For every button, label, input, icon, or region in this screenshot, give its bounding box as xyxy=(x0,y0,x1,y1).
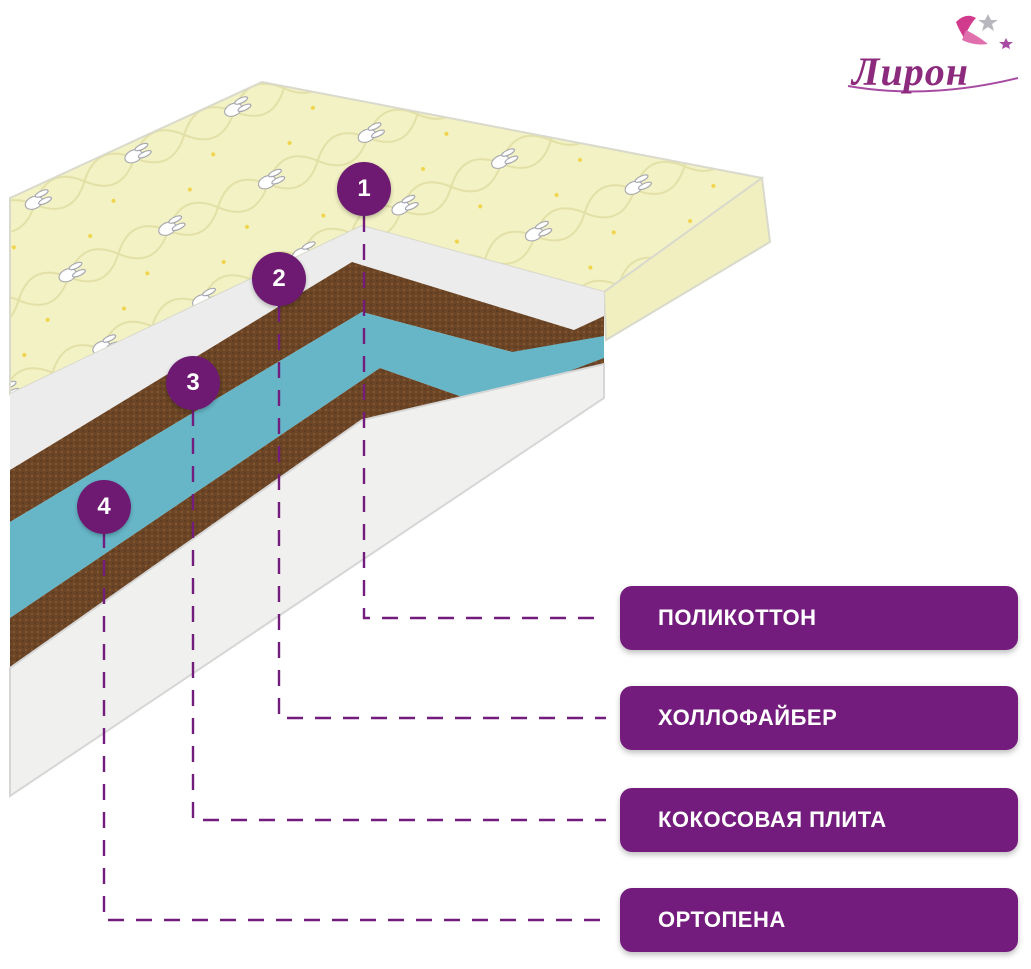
foam-layer xyxy=(10,312,604,618)
brand-logo: Лирон xyxy=(838,8,1024,104)
hollofiber-layer xyxy=(10,226,604,470)
orthofoam-layer xyxy=(9,362,605,798)
leader-line-3 xyxy=(191,410,606,822)
logo-text: Лирон xyxy=(852,49,969,94)
layer-badge-2: 2 xyxy=(252,252,306,306)
layer-badge-1: 1 xyxy=(337,162,391,216)
logo-emblem-icon xyxy=(847,14,1019,93)
layer-label-3: КОКОСОВАЯ ПЛИТА xyxy=(620,788,1018,852)
layer-label-1: ПОЛИКОТТОН xyxy=(620,586,1018,650)
mattress-side-panel xyxy=(602,176,772,342)
coconut-layer-upper xyxy=(10,262,604,522)
leader-line-2 xyxy=(277,306,606,720)
leader-line-1 xyxy=(362,216,606,620)
coconut-layer-lower xyxy=(10,358,604,668)
layer-label-2: ХОЛЛОФАЙБЕР xyxy=(620,686,1018,750)
layer-badge-3: 3 xyxy=(166,356,220,410)
layer-label-4: ОРТОПЕНА xyxy=(620,888,1018,952)
layer-badge-4: 4 xyxy=(77,480,131,534)
